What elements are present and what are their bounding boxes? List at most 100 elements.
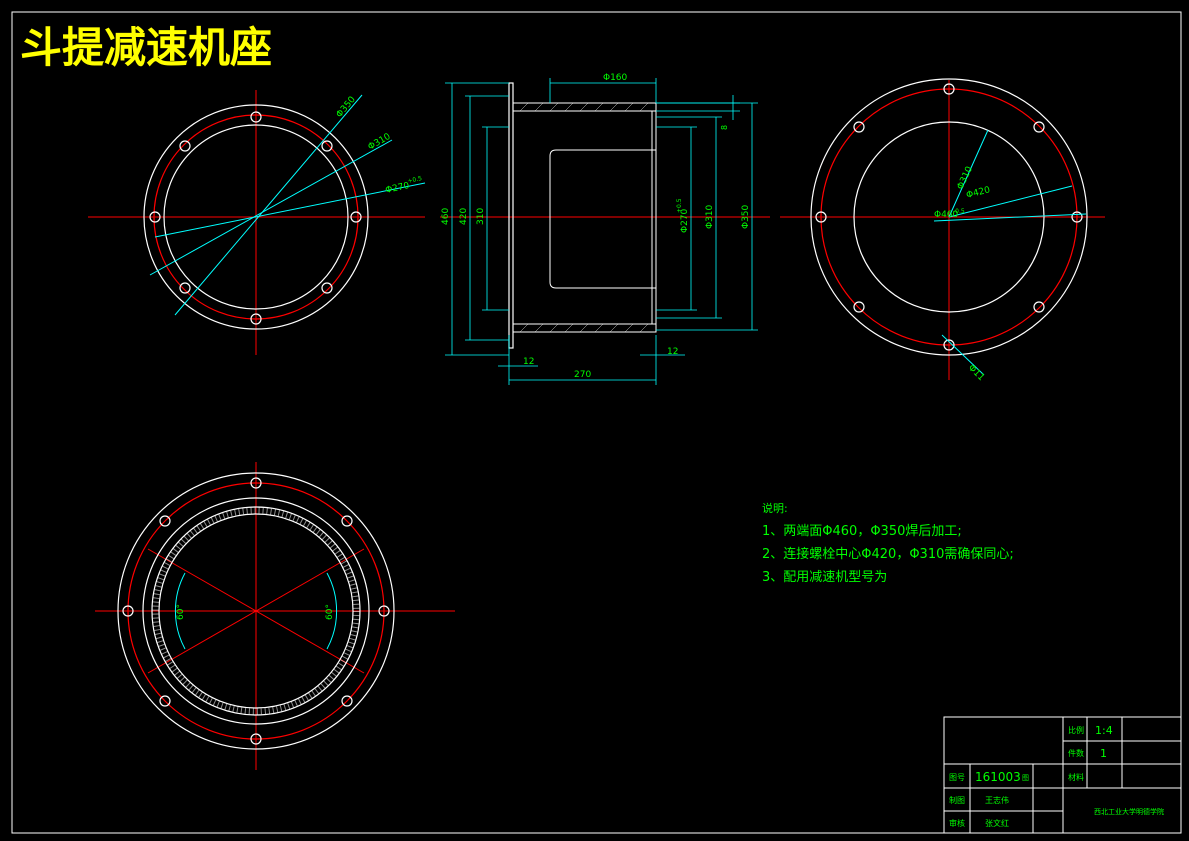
dim-350-inner: Φ350: [741, 204, 751, 229]
dim-270-inner: Φ270: [680, 208, 690, 233]
angle-left: 60°: [176, 604, 186, 620]
bolt-hole: [853, 121, 865, 133]
bolt-hole: [853, 301, 865, 313]
bolt-circle: [820, 88, 1078, 346]
bolt-hole: [250, 477, 262, 489]
leader-460: [933, 213, 1087, 222]
right-flange: [651, 110, 657, 325]
school-name: 西北工业大学明德学院: [1094, 807, 1164, 816]
leader-310: [149, 139, 393, 276]
title-block-grid: [944, 717, 1181, 833]
dim-8: 8: [720, 125, 729, 130]
flange-view-left: Φ350 Φ310 Φ270 +0.5: [88, 90, 426, 355]
leader-310: [948, 129, 989, 218]
dim-460: Φ460: [934, 210, 959, 220]
leader-420: [948, 185, 1073, 218]
leader-270: [154, 182, 426, 238]
tube-wall-top: [512, 102, 657, 112]
dim-420: 420: [459, 208, 469, 225]
note-item: 1、两端面Φ460，Φ350焊后加工;: [762, 523, 962, 539]
drawing-title: 斗提减速机座: [20, 23, 272, 72]
qty-value: 1: [1100, 747, 1107, 760]
bolt-hole: [378, 605, 390, 617]
hatch-bottom: [519, 323, 649, 333]
bolt-hole: [341, 695, 353, 707]
drafter-label: 制图: [949, 795, 965, 805]
dim-270-length: 270: [574, 370, 591, 380]
bolt-hole: [350, 211, 362, 223]
qty-label: 件数: [1068, 748, 1084, 758]
drawing-no: 161003: [975, 770, 1021, 784]
tube-inner-circle: [158, 513, 354, 709]
centerline-d2: [147, 548, 365, 674]
bolt-hole: [179, 140, 191, 152]
bolt-hole: [341, 515, 353, 527]
bolt-hole: [943, 83, 955, 95]
bolt-hole: [250, 111, 262, 123]
bolt-circle: [153, 114, 359, 320]
dim-310-left: 310: [476, 208, 486, 225]
drafter-name: 王志伟: [985, 795, 1009, 805]
checker-name: 张文红: [985, 818, 1009, 828]
dim-270-inner-tol: +0.5: [676, 198, 683, 213]
inner-circle: [853, 121, 1045, 313]
section-view: Φ160 8 460 420 310 Φ270 +0.5 Φ310 Φ350 1…: [440, 73, 770, 385]
angle-arc-right: [326, 572, 338, 650]
dim-12-right: 12: [667, 347, 678, 357]
tube-hatch: [152, 507, 360, 715]
bolt-holes: [149, 111, 362, 325]
dim-460: 460: [441, 208, 451, 225]
outer-circle: [117, 472, 395, 750]
inner-circle: [163, 124, 349, 310]
section-dimension-lines: [445, 78, 758, 385]
bolt-hole: [943, 339, 955, 351]
checker-label: 审核: [949, 818, 965, 828]
notes: 说明: 1、两端面Φ460，Φ350焊后加工; 2、连接螺栓中心Φ420，Φ31…: [762, 501, 1014, 585]
tube-outer-circle: [151, 506, 361, 716]
note-item: 3、配用减速机型号为: [762, 570, 887, 585]
bolt-hole: [1071, 211, 1083, 223]
note-item: 2、连接螺栓中心Φ420，Φ310需确保同心;: [762, 546, 1014, 562]
bolt-holes: [815, 83, 1083, 351]
bolt-hole: [1033, 301, 1045, 313]
leader-hole: [941, 334, 985, 376]
dim-270: Φ270: [385, 181, 411, 196]
dim-top: Φ160: [603, 73, 628, 83]
dim-310-inner: Φ310: [705, 204, 715, 229]
bolt-hole: [122, 605, 134, 617]
material-label: 材料: [1068, 772, 1084, 782]
flange-plate: [508, 82, 514, 349]
bolt-hole: [179, 282, 191, 294]
bolt-holes: [122, 477, 390, 745]
tube-wall-bottom: [512, 323, 657, 333]
scale-value: 1:4: [1095, 724, 1113, 737]
dim-12-left: 12: [523, 357, 534, 367]
leader-350: [174, 94, 363, 316]
angle-arc-left: [174, 572, 186, 650]
bolt-hole: [159, 695, 171, 707]
bolt-hole: [250, 313, 262, 325]
bolt-hole: [149, 211, 161, 223]
outer-circle: [143, 104, 369, 330]
dim-270-tol: +0.5: [407, 175, 423, 185]
leader-lines: [933, 129, 1087, 376]
drawing-border: [11, 11, 1182, 834]
bolt-hole: [321, 282, 333, 294]
angle-right: 60°: [325, 604, 335, 620]
bolt-hole: [159, 515, 171, 527]
bolt-circle: [127, 482, 385, 740]
title-block: 比例 1:4 件数 1 图号 161003 图 材料 制图 王志伟 审核 张文红…: [943, 716, 1182, 834]
bolt-hole: [321, 140, 333, 152]
drawing-label: 图号: [949, 773, 965, 782]
drawing-suffix: 图: [1022, 774, 1029, 782]
flange-circle: [142, 497, 370, 725]
outer-circle: [810, 78, 1088, 356]
notes-heading: 说明:: [762, 501, 788, 515]
hatch-top: [519, 102, 649, 112]
bolt-hole: [1033, 121, 1045, 133]
window-opening: [549, 149, 656, 289]
dim-460-tol: -0.5: [953, 208, 965, 215]
leader-lines: [149, 94, 426, 316]
